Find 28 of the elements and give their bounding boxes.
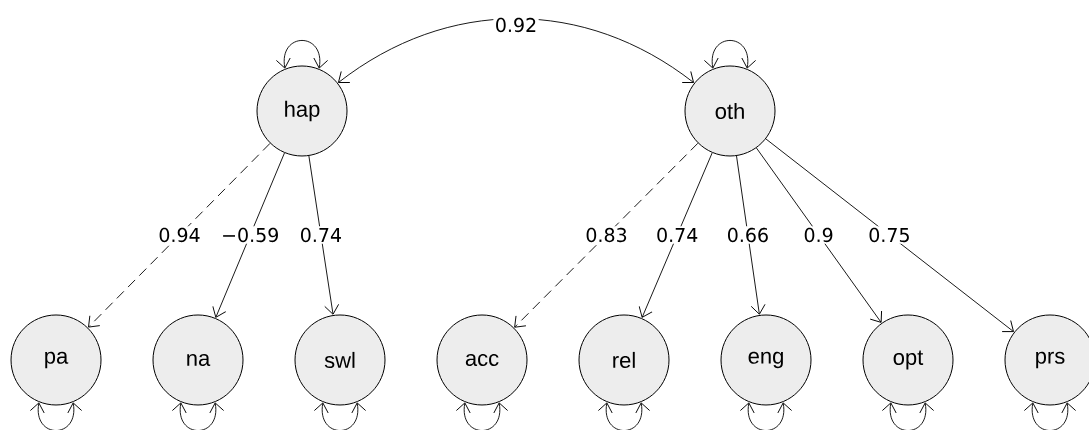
loading-arrow — [765, 138, 1014, 333]
loading-arrow — [756, 147, 883, 323]
variance-arrow — [881, 402, 935, 430]
edge-label: 0.94 — [156, 226, 203, 244]
loading-arrow — [514, 142, 699, 328]
edge-label: 0.74 — [654, 226, 700, 244]
loading-arrow — [212, 152, 285, 318]
edge-label: 0.74 — [298, 226, 344, 244]
variance-arrow — [275, 40, 329, 69]
loading-arrow — [638, 152, 713, 318]
variance-arrow — [739, 402, 793, 430]
edge-label: 0.66 — [725, 226, 771, 244]
variance-arrow — [455, 402, 509, 430]
edge-label: 0.9 — [802, 226, 836, 244]
edge-label: 0.75 — [866, 226, 913, 244]
covariance-arrow — [338, 18, 695, 83]
edge-label: 0.83 — [583, 226, 630, 244]
loading-arrow — [88, 142, 271, 328]
variance-arrow — [29, 402, 83, 430]
variance-arrow — [1023, 402, 1077, 430]
edge-label: −0.59 — [219, 226, 281, 244]
edge-label: 0.92 — [493, 16, 539, 34]
variance-arrow — [313, 402, 367, 430]
variance-arrow — [171, 402, 225, 430]
variance-arrow — [597, 402, 651, 430]
loading-arrow — [736, 155, 766, 315]
loading-arrow — [308, 155, 340, 315]
variance-arrow — [703, 40, 757, 69]
